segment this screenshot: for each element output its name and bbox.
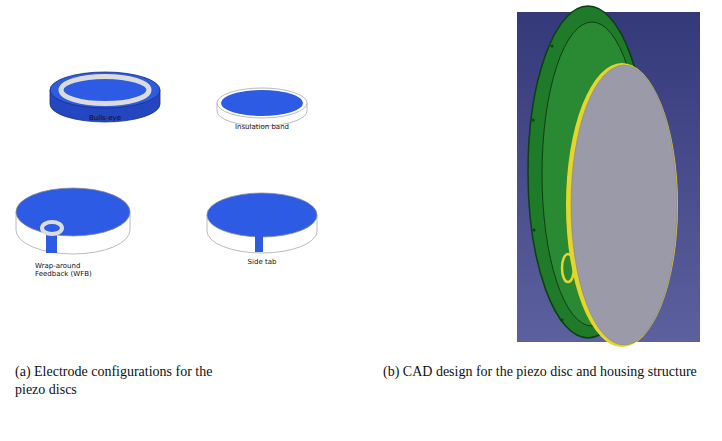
part-label: Side tab (222, 258, 302, 266)
bulls-eye-disc (50, 72, 160, 122)
insulation-band-disc (217, 88, 307, 126)
part-label: Bulls-eye (65, 114, 145, 122)
part-label: Insulation band (217, 123, 307, 131)
cad-render (517, 6, 700, 347)
side-tab-disc (207, 193, 317, 253)
sub-caption: (b) CAD design for the piezo disc and ho… (383, 363, 713, 381)
sub-caption: (a) Electrode configurations for the pie… (15, 363, 230, 398)
wfb-disc (16, 188, 130, 254)
part-label: Wrap-around Feedback (WFB) (35, 262, 97, 279)
